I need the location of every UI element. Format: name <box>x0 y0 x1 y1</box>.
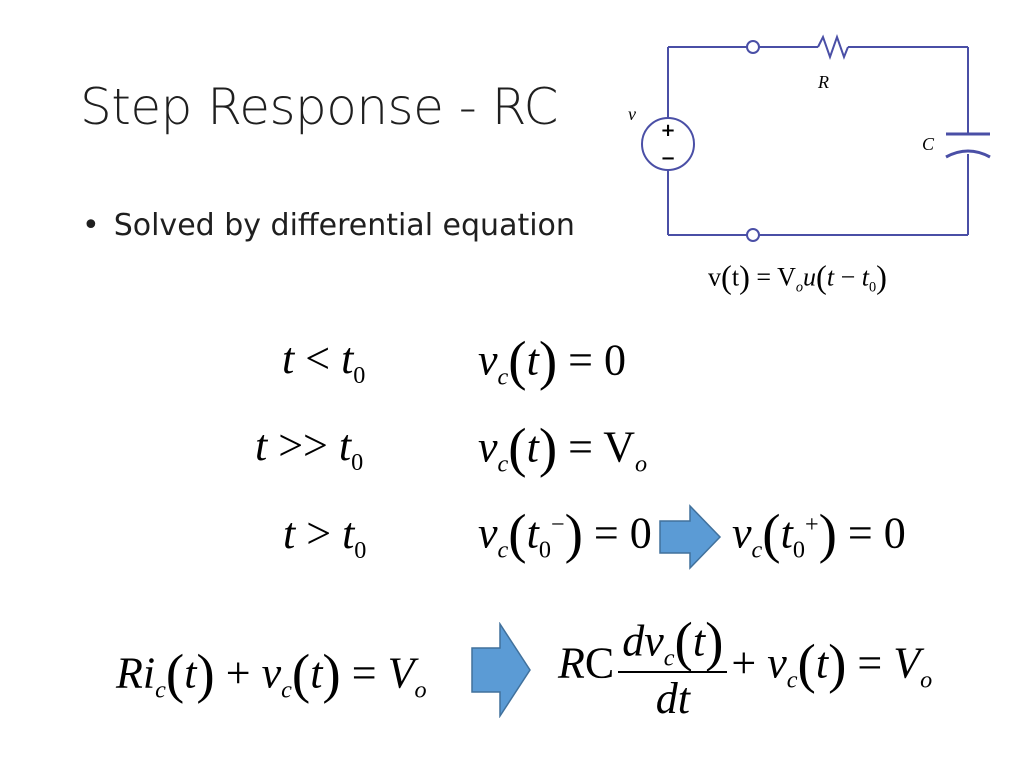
slide-title: Step Response - RC <box>80 78 558 136</box>
condition-1: t < t0 <box>282 334 366 389</box>
condition-2: t >> t0 <box>255 421 364 476</box>
capacitor-bottom-plate <box>945 149 991 159</box>
result-2: vc(t) = Vo <box>478 417 648 478</box>
source-minus: − <box>660 148 675 169</box>
result-3-implies: vc(t0+) = 0 <box>732 503 906 564</box>
source-plus: + <box>660 120 675 141</box>
source-label: v <box>628 104 636 124</box>
capacitor-label: C <box>922 134 935 154</box>
implies-arrow-1 <box>659 504 722 570</box>
bullet-item: • Solved by differential equation <box>82 208 575 243</box>
resistor-label: R <box>817 72 829 92</box>
derivative-fraction: dvc(t)dt <box>618 614 728 721</box>
rc-circuit-diagram: + − v R C <box>628 33 991 242</box>
result-3: vc(t0−) = 0 <box>478 503 652 564</box>
kvl-equation: Ric(t) + vc(t) = Vo <box>116 643 427 704</box>
bullet-text: Solved by differential equation <box>113 208 575 243</box>
input-equation: v(t) = Vou(t − t0) <box>708 260 887 296</box>
result-1: vc(t) = 0 <box>478 330 626 391</box>
implies-arrow-2 <box>471 622 531 718</box>
condition-3: t > t0 <box>283 509 367 564</box>
bullet-dot: • <box>82 208 100 243</box>
